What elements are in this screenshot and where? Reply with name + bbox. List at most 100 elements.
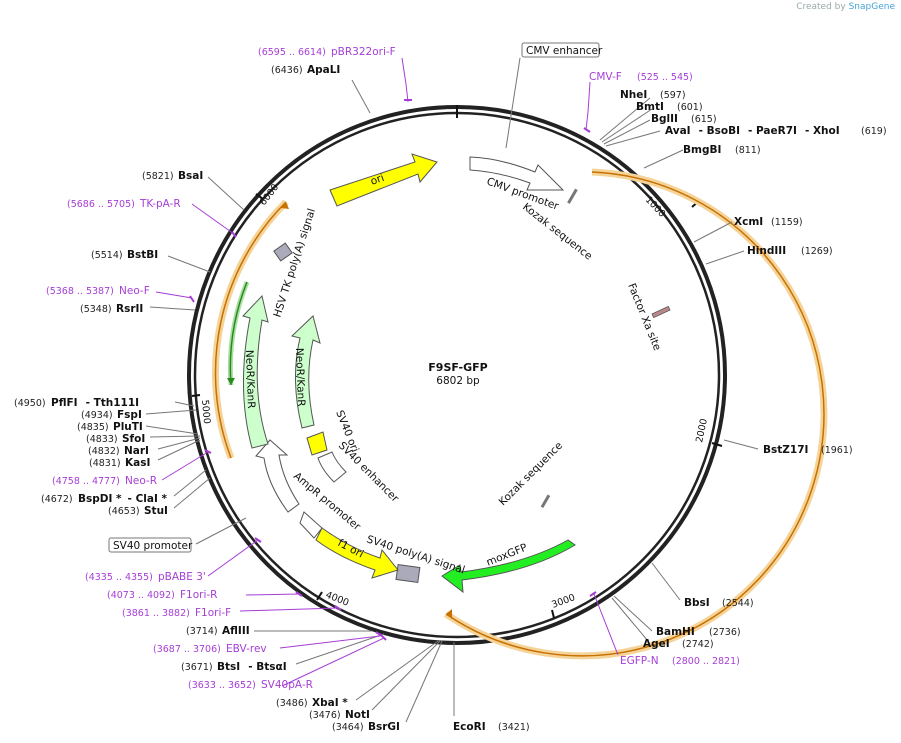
- primer-pbr322: pBR322ori-F: [331, 46, 396, 58]
- enzyme-bamhi-pos: (2736): [709, 627, 741, 638]
- enzyme-bsrgi: BsrGI: [368, 721, 400, 733]
- enzyme-bmti-pos: (601): [677, 102, 703, 113]
- enzyme-fspi-pos: (4934): [81, 410, 113, 421]
- enzyme-nhei-pos: (597): [660, 90, 686, 101]
- feature-factor-xa-label: Factor Xa site: [625, 282, 663, 353]
- enzyme-pluti-pos: (4835): [77, 422, 109, 433]
- primer-f1ori-f-range: (3861 .. 3882): [122, 608, 190, 619]
- cmv-enhancer-label: CMV enhancer: [526, 45, 603, 57]
- enzyme-bsai-pos: (5821): [142, 171, 174, 182]
- enzyme-labels: (6436) ApaLI NheI (597) BmtI (601) BglII…: [14, 64, 887, 733]
- snapgene-logo: SnapGene: [848, 2, 895, 12]
- feature-ori-label: ori: [369, 172, 386, 188]
- primer-egfp-n-range: (2800 .. 2821): [672, 656, 740, 667]
- enzyme-afliii: AflIII: [222, 625, 250, 637]
- primer-ebv-rev-range: (3687 .. 3706): [153, 644, 221, 655]
- leader-lines: [145, 57, 759, 723]
- tick-label-4000: 4000: [324, 590, 351, 609]
- primer-tk-pa-r-range: (5686 .. 5705): [67, 199, 135, 210]
- feature-neor-outer: [242, 294, 269, 449]
- enzyme-rsrii: RsrII: [116, 303, 143, 315]
- enzyme-bamhi: BamHI: [656, 626, 695, 638]
- enzyme-stui-pos: (4653): [108, 506, 140, 517]
- kozak-1-mark: [567, 188, 578, 204]
- primer-cmv-f: CMV-F: [589, 71, 622, 83]
- enzyme-xcmi-pos: (1159): [771, 217, 803, 228]
- enzyme-apali: ApaLI: [307, 64, 340, 76]
- orf-arc-main-head: [446, 609, 452, 619]
- enzyme-hindiii-pos: (1269): [801, 246, 833, 257]
- feature-ampr: [255, 439, 300, 513]
- enzyme-pluti: PluTI: [113, 421, 143, 433]
- primer-pbabe-range: (4335 .. 4355): [85, 572, 153, 583]
- primer-neo-r-range: (4758 .. 4777): [52, 476, 120, 487]
- orf-arc-main-line: [445, 171, 825, 657]
- enzyme-bspdi: BspDI *- ClaI *: [78, 493, 168, 505]
- sv40-promoter-label: SV40 promoter: [113, 540, 193, 552]
- primer-neo-f: Neo-F: [119, 285, 150, 297]
- tick-label-2000: 2000: [694, 418, 710, 444]
- enzyme-bstz17i: BstZ17I: [763, 444, 808, 456]
- enzyme-pflfi-pos: (4950): [14, 398, 46, 409]
- enzyme-stui: StuI: [144, 505, 168, 517]
- orf-arc-left-head: [281, 202, 289, 209]
- enzyme-btsi-pos: (3671): [181, 662, 213, 673]
- tick-label-5000: 5000: [199, 399, 212, 424]
- enzyme-bsai: BsaI: [178, 170, 203, 182]
- kozak-2-mark: [540, 494, 551, 509]
- sv40-promoter-box: [108, 537, 192, 553]
- feature-sv40-ori: [306, 431, 328, 456]
- primer-labels: (6595 .. 6614) pBR322ori-F CMV-F (525 ..…: [46, 46, 740, 691]
- primer-lines: [155, 57, 619, 687]
- enzyme-rsrii-pos: (5348): [80, 304, 112, 315]
- feature-neor-outer-label: NeoR/KanR: [243, 350, 257, 409]
- primer-ebv-rev: EBV-rev: [226, 643, 267, 655]
- feature-sv40-enhancer: [317, 451, 347, 483]
- enzyme-noti-pos: (3476): [309, 710, 341, 721]
- cmv-enhancer-box: [521, 42, 600, 58]
- orf-arc-left-line: [214, 201, 287, 459]
- primer-tk-pa-r: TK-pA-R: [139, 198, 181, 210]
- feature-cmv-promoter: [469, 156, 565, 191]
- enzyme-agei: AgeI: [643, 638, 670, 650]
- enzyme-bmgbi-pos: (811): [735, 145, 761, 156]
- feature-ori: [329, 153, 438, 207]
- enzyme-nhei: NheI: [620, 89, 647, 101]
- enzyme-bmti: BmtI: [636, 101, 664, 113]
- enzyme-bmgbi: BmgBI: [683, 144, 721, 156]
- enzyme-afliii-pos: (3714): [186, 626, 218, 637]
- enzyme-noti: NotI: [345, 709, 370, 721]
- primer-egfp-n: EGFP-N: [620, 655, 659, 667]
- enzyme-agei-pos: (2742): [682, 639, 714, 650]
- primer-cmv-f-range: (525 .. 545): [637, 72, 693, 83]
- enzyme-pflfi: PflFI- Tth111I: [51, 397, 139, 409]
- enzyme-kasi: KasI: [125, 457, 150, 469]
- enzyme-bglii: BglII: [651, 113, 678, 125]
- primer-pbabe: pBABE 3': [158, 571, 206, 583]
- snapgene-credit: Created by SnapGene: [796, 2, 895, 12]
- feature-kozak-1-label: Kozak sequence: [520, 201, 594, 263]
- enzyme-bspdi-pos: (4672): [41, 494, 73, 505]
- feature-kozak-2-label: Kozak sequence: [497, 440, 565, 508]
- enzyme-bbsi-pos: (2544): [722, 598, 754, 609]
- primer-pbr322-range: (6595 .. 6614): [258, 47, 326, 58]
- primer-sv40pa-r: SV40pA-R: [261, 679, 313, 691]
- enzyme-hindiii: HindIII: [747, 245, 786, 257]
- enzyme-xbai: XbaI *: [312, 697, 348, 709]
- enzyme-avai: AvaI- BsoBI- PaeR7I- XhoI: [665, 125, 840, 137]
- feature-moxgfp: [441, 539, 576, 594]
- feature-hsv-tk-label: HSV TK poly(A) signal: [271, 207, 318, 319]
- enzyme-fspi: FspI: [117, 409, 142, 421]
- plasmid-size: 6802 bp: [436, 375, 480, 387]
- enzyme-btsi: BtsI- BtsαI: [217, 661, 287, 673]
- feature-neor-inner-label: NeoR/KanR: [293, 348, 307, 407]
- enzyme-xbai-pos: (3486): [276, 698, 308, 709]
- enzyme-bsrgi-pos: (3464): [332, 722, 364, 733]
- primer-f1ori-f: F1ori-F: [195, 607, 231, 619]
- enzyme-ecori-pos: (3421): [498, 722, 530, 733]
- primer-f1ori-r: F1ori-R: [180, 589, 217, 601]
- plasmid-name: F9SF-GFP: [428, 361, 487, 374]
- primer-neo-f-range: (5368 .. 5387): [46, 286, 114, 297]
- enzyme-kasi-pos: (4831): [89, 458, 121, 469]
